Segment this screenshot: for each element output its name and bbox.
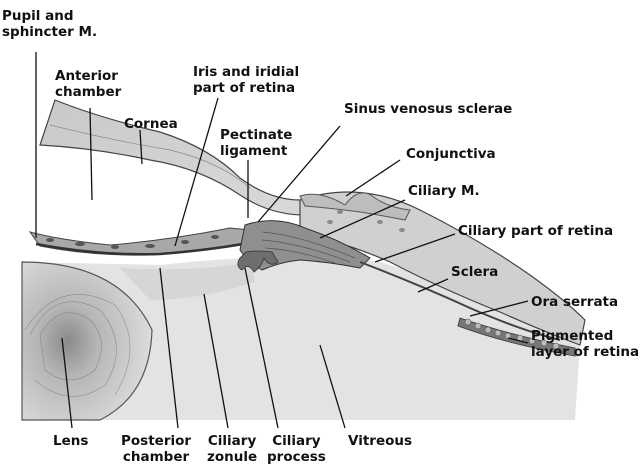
label-anterior-chamber: Anterior chamber bbox=[55, 68, 121, 100]
label-ciliary-m: Ciliary M. bbox=[408, 183, 480, 199]
label-sinus-venosus: Sinus venosus sclerae bbox=[344, 101, 512, 117]
label-ciliary-retina: Ciliary part of retina bbox=[458, 223, 613, 239]
label-sclera: Sclera bbox=[451, 264, 498, 280]
label-pigmented-layer: Pigmented layer of retina bbox=[531, 328, 639, 360]
label-ciliary-zonule: Ciliary zonule bbox=[207, 433, 257, 465]
label-lens: Lens bbox=[53, 433, 88, 449]
label-ora-serrata: Ora serrata bbox=[531, 294, 618, 310]
label-pectinate-ligament: Pectinate ligament bbox=[220, 127, 292, 159]
label-pupil-sphincter: Pupil and sphincter M. bbox=[2, 8, 97, 40]
label-cornea: Cornea bbox=[124, 116, 178, 132]
iris-shape bbox=[30, 228, 250, 255]
label-conjunctiva: Conjunctiva bbox=[406, 146, 496, 162]
label-ciliary-process: Ciliary process bbox=[267, 433, 326, 465]
label-posterior-chamber: Posterior chamber bbox=[121, 433, 191, 465]
label-vitreous: Vitreous bbox=[348, 433, 412, 449]
label-iris-retina: Iris and iridial part of retina bbox=[193, 64, 299, 96]
